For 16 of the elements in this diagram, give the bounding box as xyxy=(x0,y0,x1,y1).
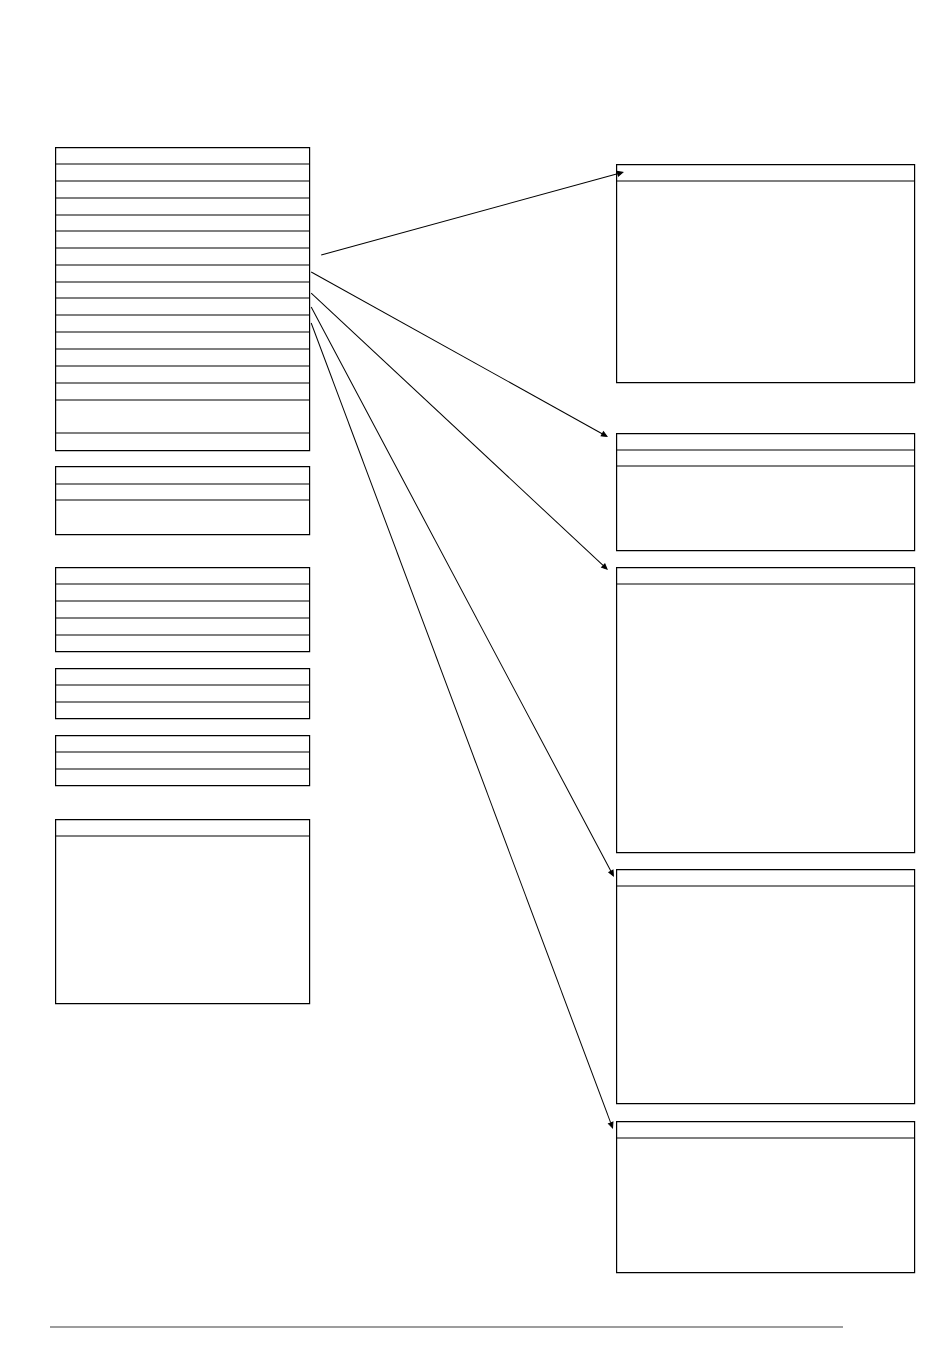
arrow xyxy=(310,306,614,877)
table-box xyxy=(54,466,311,536)
table-box xyxy=(54,147,311,452)
table-box xyxy=(615,433,916,552)
table-box xyxy=(54,735,311,787)
table-box xyxy=(615,1121,916,1274)
table-box xyxy=(54,668,311,720)
table-box xyxy=(54,819,311,1005)
arrow xyxy=(310,322,614,1129)
table-box xyxy=(615,869,916,1105)
table-box xyxy=(54,567,311,653)
arrow xyxy=(310,292,608,570)
arrow xyxy=(320,170,624,256)
arrow xyxy=(310,271,608,437)
table-box xyxy=(615,567,916,854)
table-box xyxy=(615,164,916,384)
